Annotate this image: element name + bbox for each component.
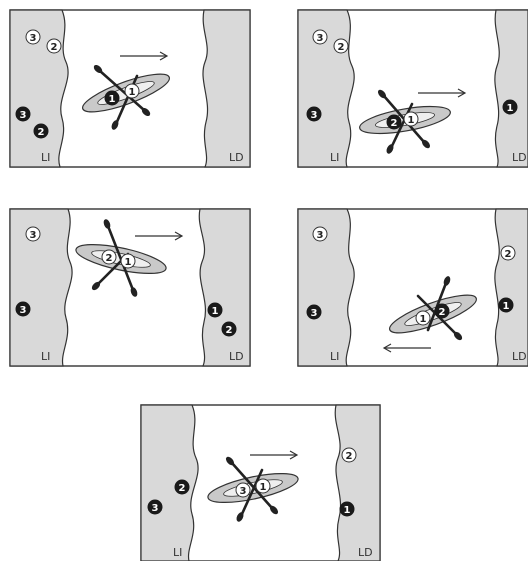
svg-text:3: 3 xyxy=(30,33,37,44)
panel-3-marker-5: 2 xyxy=(101,249,117,265)
panel-5-marker-1: 3 xyxy=(147,499,163,515)
panel-2-marker-5: 2 xyxy=(386,114,402,130)
panel-4-left-bank-label: LI xyxy=(330,350,339,363)
panel-4-marker-2: 3 xyxy=(306,304,322,320)
svg-text:3: 3 xyxy=(317,230,324,241)
svg-text:2: 2 xyxy=(505,249,512,260)
svg-text:3: 3 xyxy=(240,486,247,497)
panel-4-marker-5: 1 xyxy=(415,310,431,326)
panel-1-marker-6: 1 xyxy=(124,83,140,99)
svg-text:3: 3 xyxy=(20,110,27,121)
panel-1-marker-4: 2 xyxy=(33,123,49,139)
panel-5-right-bank-label: LD xyxy=(358,546,373,559)
panel-5-marker-5: 3 xyxy=(235,482,251,498)
svg-text:2: 2 xyxy=(179,483,186,494)
panel-5: LI LD 3 2 2 1 xyxy=(140,404,381,561)
panel-1-left-bank-label: LI xyxy=(41,151,50,164)
svg-text:2: 2 xyxy=(338,42,345,53)
panel-3: LI LD 3 3 1 2 xyxy=(9,208,251,367)
panel-5-marker-3: 2 xyxy=(341,447,357,463)
panel-2-marker-6: 1 xyxy=(403,111,419,127)
panel-4-marker-6: 2 xyxy=(434,303,450,319)
panel-4-marker-1: 3 xyxy=(312,226,328,242)
panel-3-marker-6: 1 xyxy=(120,253,136,269)
panel-2-right-bank xyxy=(494,9,528,168)
panel-1-marker-3: 3 xyxy=(15,106,31,122)
panel-1-direction-arrow xyxy=(120,51,169,61)
panel-2-marker-3: 3 xyxy=(306,106,322,122)
svg-text:1: 1 xyxy=(420,314,427,325)
panel-2-paddle xyxy=(377,89,431,154)
svg-text:2: 2 xyxy=(391,118,398,129)
panel-3-marker-3: 1 xyxy=(207,302,223,318)
panel-5-direction-arrow xyxy=(250,450,299,460)
panel-1-right-bank xyxy=(202,9,251,168)
svg-text:3: 3 xyxy=(311,308,318,319)
panel-3-left-bank xyxy=(9,208,73,367)
panel-4: LI LD 3 3 2 1 xyxy=(297,208,528,367)
svg-text:3: 3 xyxy=(317,33,324,44)
panel-2-marker-4: 1 xyxy=(502,99,518,115)
panel-3-direction-arrow xyxy=(135,231,184,241)
panel-4-direction-arrow xyxy=(382,343,431,353)
panel-2: LI LD 3 2 3 1 xyxy=(297,9,528,168)
panel-4-marker-3: 2 xyxy=(500,245,516,261)
svg-text:3: 3 xyxy=(30,230,37,241)
panel-5-left-bank-label: LI xyxy=(173,546,182,559)
panel-5-marker-2: 2 xyxy=(174,479,190,495)
svg-text:2: 2 xyxy=(51,42,58,53)
svg-text:2: 2 xyxy=(226,325,233,336)
panel-2-direction-arrow xyxy=(418,88,467,98)
panel-1-marker-1: 3 xyxy=(25,29,41,45)
panel-4-marker-4: 1 xyxy=(498,297,514,313)
panel-5-left-bank xyxy=(140,404,199,561)
svg-text:1: 1 xyxy=(260,482,267,493)
panel-5-marker-4: 1 xyxy=(339,501,355,517)
panel-3-marker-2: 3 xyxy=(15,301,31,317)
svg-text:3: 3 xyxy=(20,305,27,316)
svg-text:1: 1 xyxy=(408,115,415,126)
panel-5-marker-6: 1 xyxy=(255,478,271,494)
svg-text:2: 2 xyxy=(106,253,113,264)
svg-text:2: 2 xyxy=(38,127,45,138)
panel-1-marker-5: 1 xyxy=(104,90,120,106)
svg-text:1: 1 xyxy=(212,306,219,317)
panel-4-right-bank-label: LD xyxy=(512,350,527,363)
panel-3-marker-1: 3 xyxy=(25,226,41,242)
svg-text:1: 1 xyxy=(507,103,514,114)
svg-text:1: 1 xyxy=(125,257,132,268)
panel-2-marker-2: 2 xyxy=(333,38,349,54)
panel-3-right-bank-label: LD xyxy=(229,350,244,363)
svg-text:3: 3 xyxy=(311,110,318,121)
panel-3-left-bank-label: LI xyxy=(41,350,50,363)
panel-3-marker-4: 2 xyxy=(221,321,237,337)
svg-text:1: 1 xyxy=(109,94,116,105)
panel-3-right-bank xyxy=(198,208,251,367)
panel-2-left-bank-label: LI xyxy=(330,151,339,164)
panel-5-paddle xyxy=(225,456,279,522)
svg-text:2: 2 xyxy=(439,307,446,318)
panel-1: LI LD 3 2 3 2 xyxy=(9,9,251,168)
svg-text:1: 1 xyxy=(344,505,351,516)
panel-2-marker-1: 3 xyxy=(312,29,328,45)
svg-text:1: 1 xyxy=(129,87,136,98)
panel-4-left-bank xyxy=(297,208,355,367)
panel-2-right-bank-label: LD xyxy=(512,151,527,164)
panel-5-right-bank xyxy=(334,404,381,561)
svg-text:2: 2 xyxy=(346,451,353,462)
panel-1-right-bank-label: LD xyxy=(229,151,244,164)
svg-text:1: 1 xyxy=(503,301,510,312)
panel-1-marker-2: 2 xyxy=(46,38,62,54)
panel-4-right-bank xyxy=(494,208,528,367)
svg-text:3: 3 xyxy=(152,503,159,514)
